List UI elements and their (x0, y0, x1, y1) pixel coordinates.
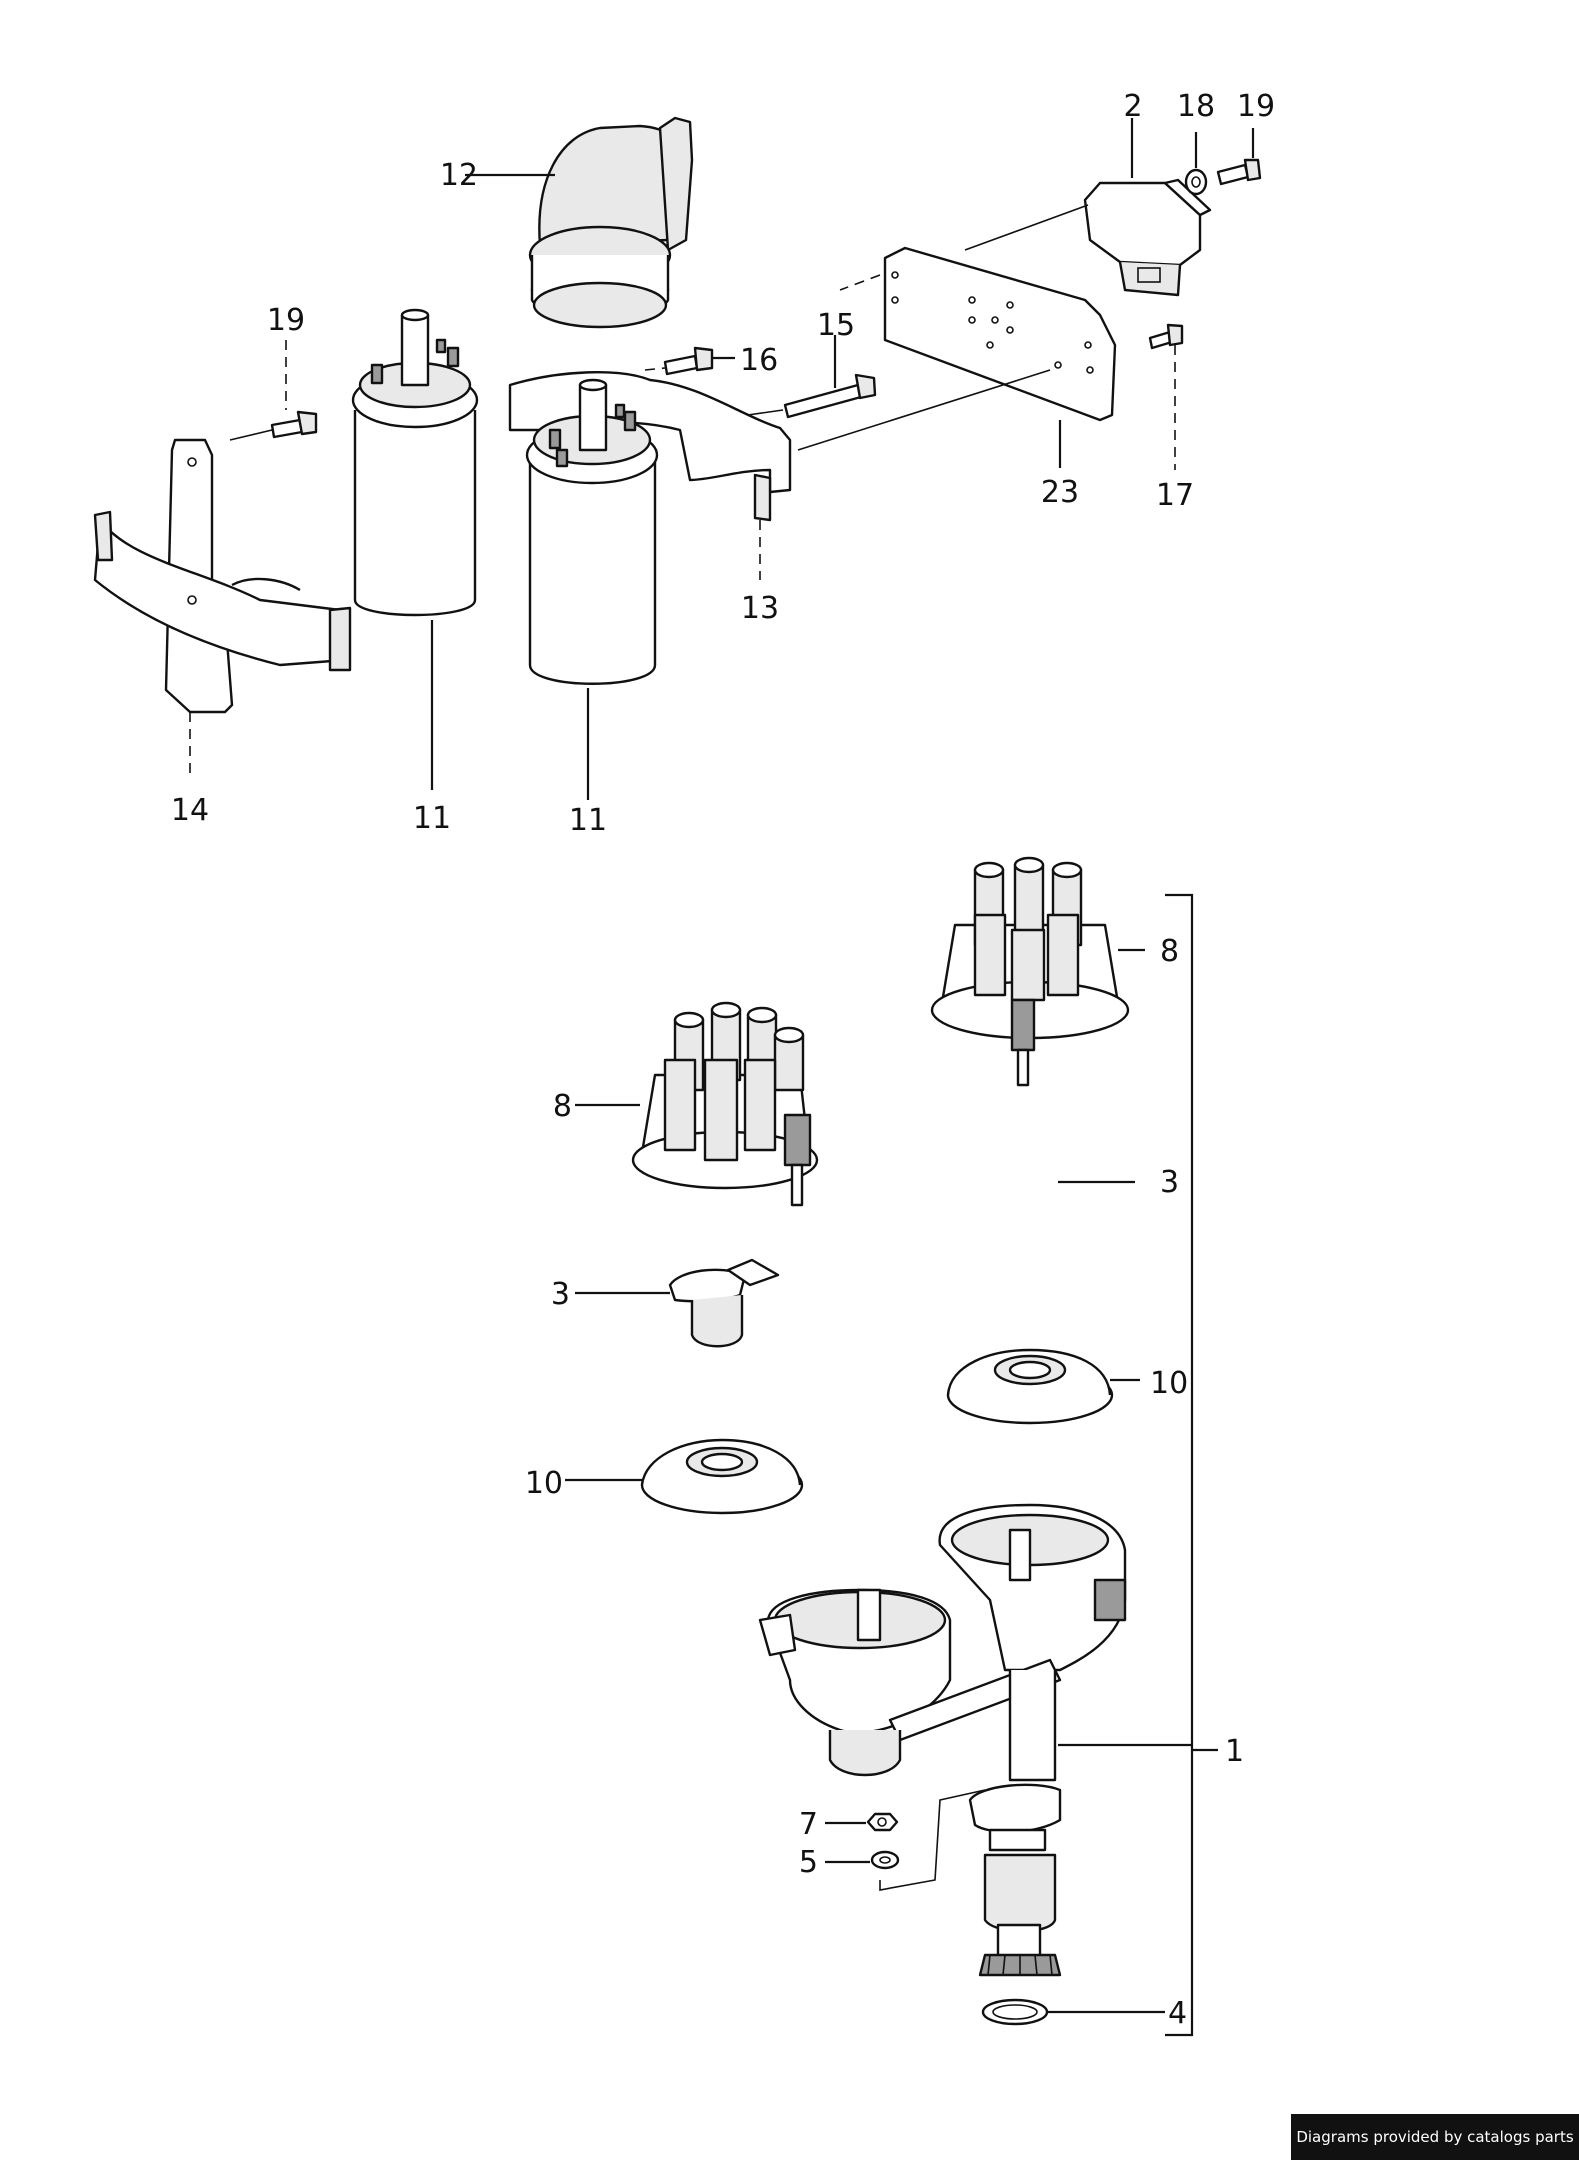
part-19-bolt-top (1216, 158, 1262, 186)
lower-leader-lines (565, 893, 1218, 2037)
callout-16: 16 (740, 343, 778, 378)
callout-17: 17 (1156, 478, 1194, 513)
callout-23: 23 (1041, 475, 1079, 510)
callout-4: 4 (1168, 1996, 1187, 2031)
callout-7: 7 (799, 1807, 818, 1842)
callout-1: 1 (1225, 1734, 1244, 1769)
part-5-washer (870, 1850, 900, 1870)
part-8-distributor-cap-left (631, 1001, 819, 1207)
part-8-distributor-cap-right (930, 856, 1130, 1087)
callout-8: 8 (1160, 934, 1179, 969)
callout-11: 11 (413, 801, 451, 836)
callout-19: 19 (1237, 89, 1275, 124)
part-11-ignition-coil-left (351, 308, 479, 617)
part-4-o-ring (981, 1998, 1049, 2026)
part-15-long-bolt (783, 373, 877, 419)
part-16-bolt (663, 346, 714, 376)
credit-badge: Diagrams provided by catalogs parts (1291, 2114, 1579, 2160)
part-14-coil-bracket (93, 438, 352, 714)
upper-leader-lines (189, 118, 1255, 800)
part-3-rotor-left (668, 1258, 780, 1348)
callout-15: 15 (817, 308, 855, 343)
callout-labels: 2 18 19 12 19 15 16 23 17 13 14 11 11 8 … (171, 89, 1275, 2031)
part-7-nut (866, 1812, 899, 1832)
callout-3: 3 (551, 1277, 570, 1312)
part-18-washer (1184, 168, 1208, 196)
part-19-bolt-left (270, 410, 318, 439)
callout-5: 5 (799, 1845, 818, 1880)
callout-14: 14 (171, 793, 209, 828)
callout-12: 12 (440, 158, 478, 193)
callout-13: 13 (741, 591, 779, 626)
callout-8: 8 (553, 1089, 572, 1124)
callout-10: 10 (525, 1466, 563, 1501)
callout-18: 18 (1177, 89, 1215, 124)
callout-10: 10 (1150, 1366, 1188, 1401)
part-1-distributor-assembly (758, 1503, 1127, 1977)
part-10-dust-shield-left (640, 1438, 804, 1515)
part-17-screw (1148, 323, 1184, 350)
callout-19: 19 (267, 303, 305, 338)
part-12-coil-boot (528, 116, 694, 329)
callout-2: 2 (1123, 89, 1142, 124)
callout-3: 3 (1160, 1165, 1179, 1200)
part-2-ignition-module (1083, 178, 1212, 297)
callout-11: 11 (569, 803, 607, 838)
part-23-mounting-plate (883, 246, 1117, 422)
part-10-dust-shield-right (946, 1348, 1114, 1425)
part-11-ignition-coil-right (525, 378, 659, 685)
